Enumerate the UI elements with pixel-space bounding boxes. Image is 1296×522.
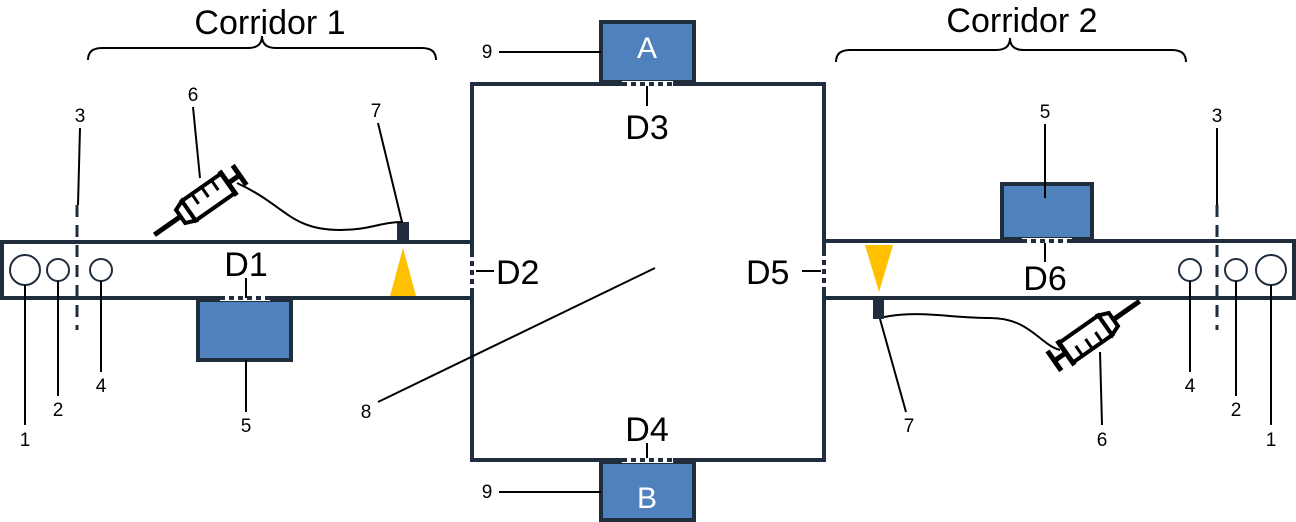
syringe-tube-right xyxy=(883,313,1061,351)
brace-corridor-2 xyxy=(835,37,1187,63)
box-5-right xyxy=(1000,182,1094,241)
door-d2-label: D2 xyxy=(496,254,539,292)
door-d5-label: D5 xyxy=(746,254,789,292)
circle-2-left xyxy=(46,258,70,282)
syringe-tube-left xyxy=(236,182,404,232)
number-1-right: 1 xyxy=(1266,430,1277,451)
syringe-icon xyxy=(1045,299,1142,373)
leader-7-left xyxy=(377,122,403,223)
door-d1-label: D1 xyxy=(224,246,267,284)
door-d6-label: D6 xyxy=(1023,260,1066,298)
circle-2-right xyxy=(1224,258,1248,282)
leader-8 xyxy=(377,267,656,403)
leader-3-left xyxy=(77,127,81,206)
number-5-right: 5 xyxy=(1040,102,1051,123)
number-6-right: 6 xyxy=(1097,430,1108,451)
number-5-left: 5 xyxy=(241,416,252,437)
leader-6-right xyxy=(1099,351,1103,426)
number-1-left: 1 xyxy=(20,430,31,451)
number-6-left: 6 xyxy=(188,85,199,106)
triangle-marker-icon xyxy=(865,245,893,292)
circle-1-left xyxy=(9,254,41,286)
number-8: 8 xyxy=(361,402,372,423)
number-7-left: 7 xyxy=(371,101,382,122)
box-a-label: A xyxy=(637,32,657,65)
number-9-bottom: 9 xyxy=(482,482,493,503)
number-3-right: 3 xyxy=(1212,106,1223,127)
circle-4-left xyxy=(89,258,113,282)
circle-1-right xyxy=(1255,254,1287,286)
door-d3-label: D3 xyxy=(625,109,668,147)
box-b-label: B xyxy=(637,482,657,515)
syringe-icon xyxy=(152,163,249,237)
door-d4-label: D4 xyxy=(625,411,668,449)
number-2-right: 2 xyxy=(1231,400,1242,421)
circle-4-right xyxy=(1178,258,1202,282)
corridor-2-label: Corridor 2 xyxy=(946,2,1097,40)
number-4-left: 4 xyxy=(96,376,107,397)
number-3-left: 3 xyxy=(75,106,86,127)
sensor-7-left xyxy=(397,222,409,242)
box-5-left xyxy=(196,298,293,362)
number-7-right: 7 xyxy=(904,416,915,437)
sensor-7-right xyxy=(873,299,884,319)
number-4-right: 4 xyxy=(1185,376,1196,397)
brace-corridor-1 xyxy=(87,35,437,61)
leader-6-left xyxy=(192,106,201,179)
number-2-left: 2 xyxy=(53,400,64,421)
corridor-1-label: Corridor 1 xyxy=(194,4,345,42)
triangle-marker-icon xyxy=(390,248,416,296)
number-9-top: 9 xyxy=(482,42,493,63)
leader-7-right xyxy=(879,318,907,413)
